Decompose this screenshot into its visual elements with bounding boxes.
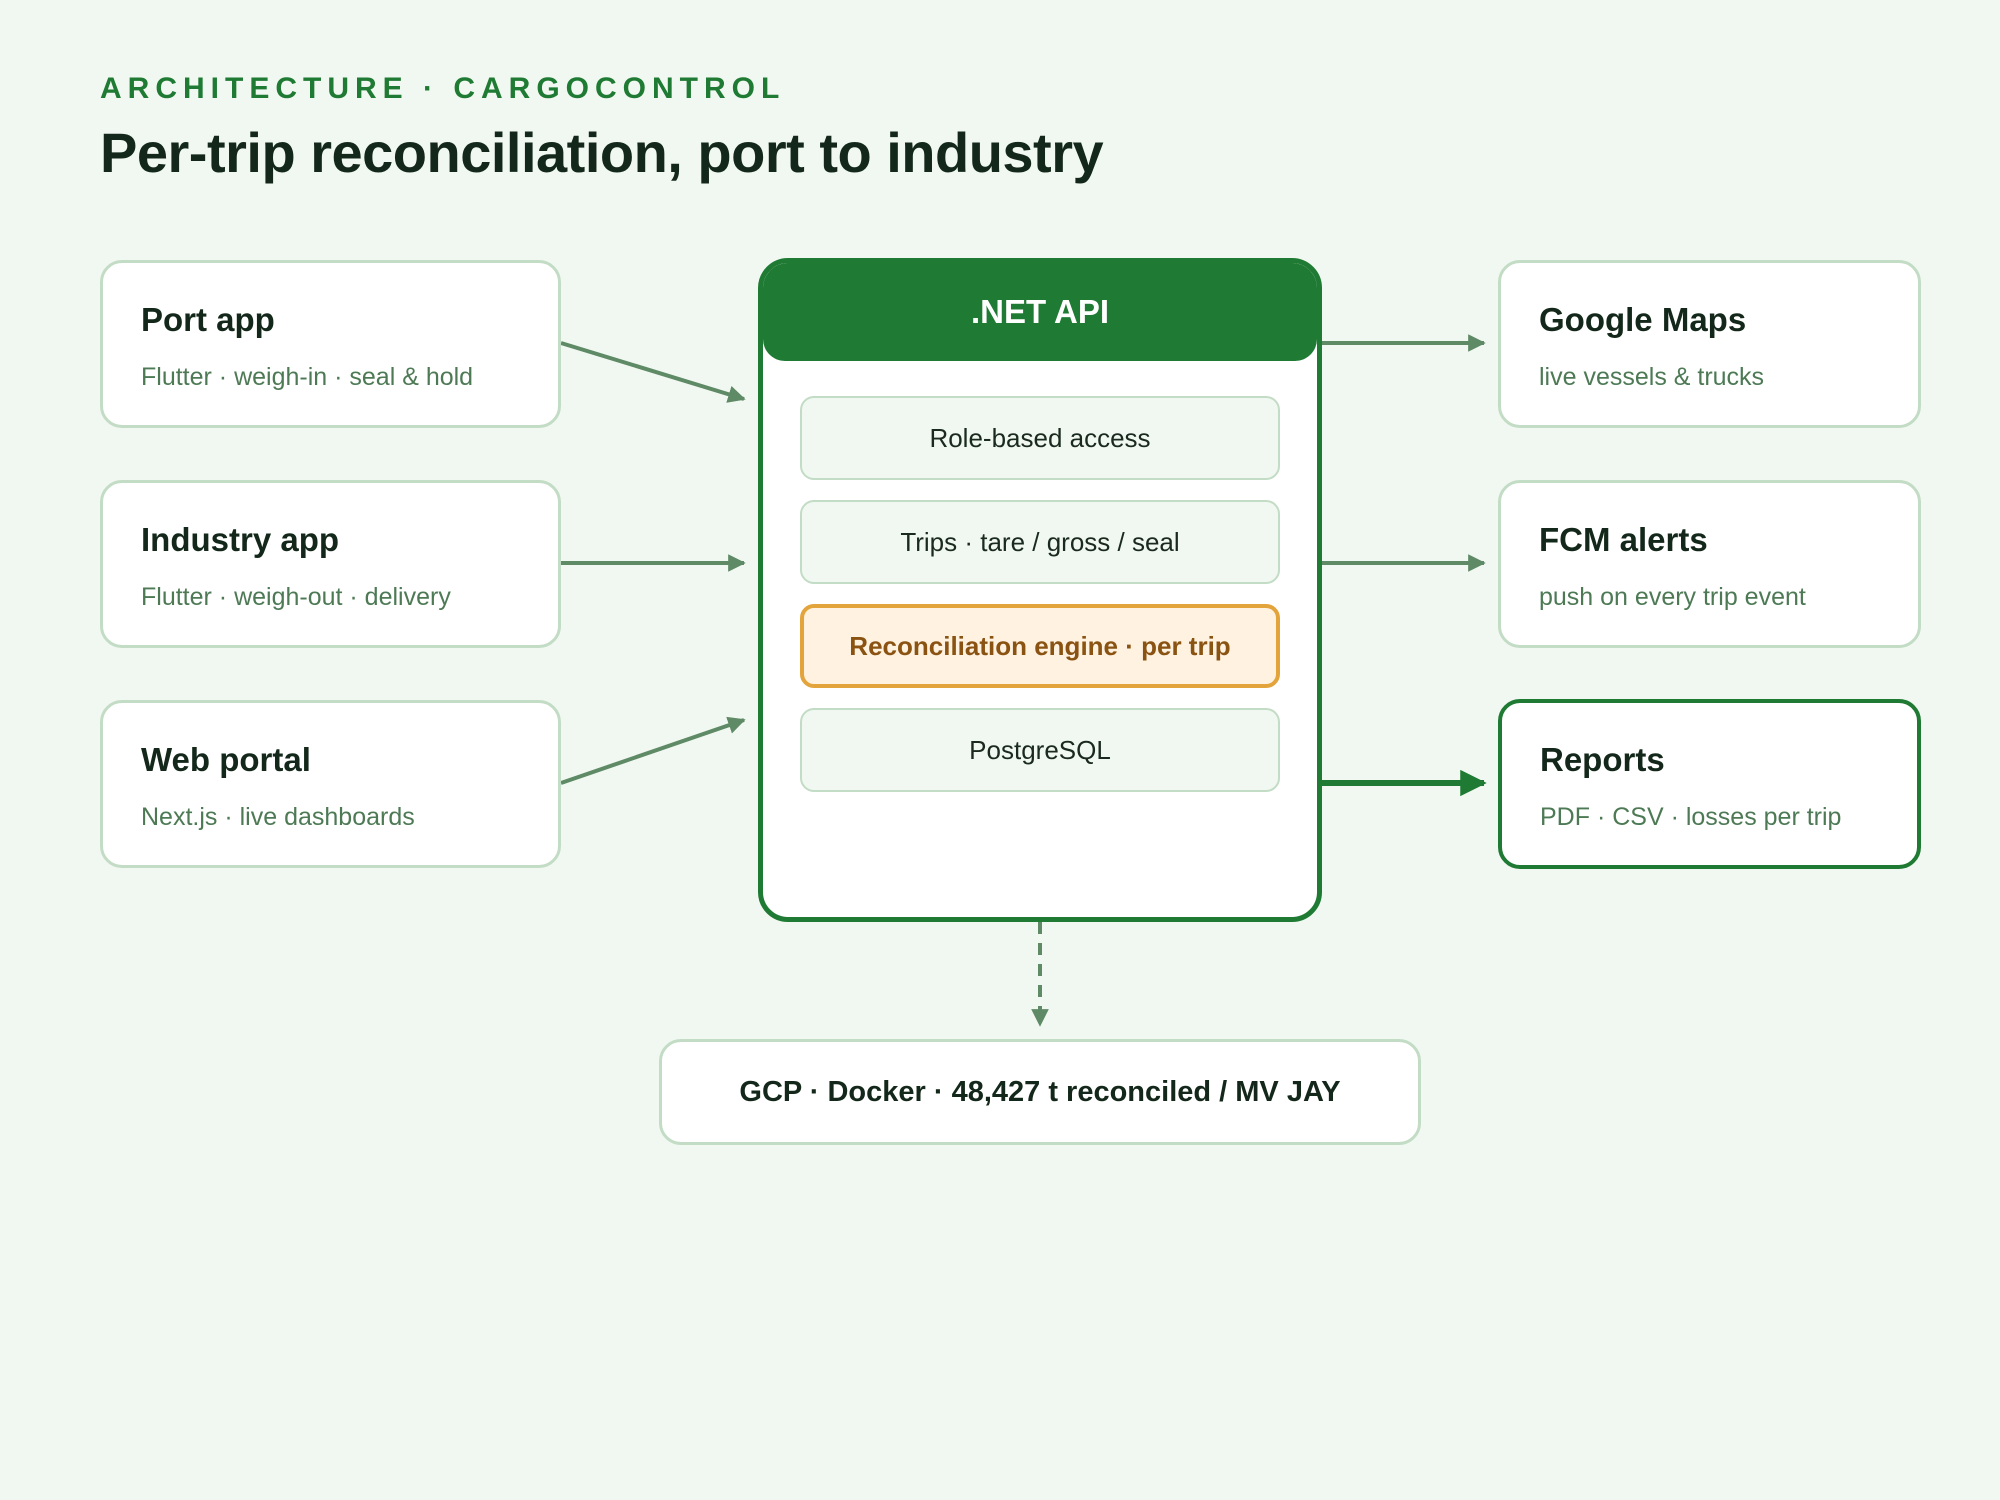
client-card-title: Web portal	[141, 741, 311, 778]
diagram-eyebrow: ARCHITECTURE · CARGOCONTROL	[100, 72, 786, 105]
api-header: .NET API	[763, 263, 1317, 361]
api-layer-trips: Trips · tare / gross / seal	[800, 500, 1280, 584]
client-card-subtitle: Flutter · weigh-in · seal & hold	[141, 363, 474, 391]
client-card-subtitle: Next.js · live dashboards	[141, 803, 415, 831]
output-card-subtitle: push on every trip event	[1539, 583, 1806, 611]
output-card-subtitle: live vessels & trucks	[1539, 363, 1765, 391]
api-container: .NET API Role-based access Trips · tare …	[758, 258, 1322, 922]
api-layer-postgresql: PostgreSQL	[800, 708, 1280, 792]
output-card-reports: Reports PDF · CSV · losses per trip	[1498, 699, 1921, 869]
deployment-card: GCP · Docker · 48,427 t reconciled / MV …	[659, 1039, 1421, 1145]
api-layer-role-based-access: Role-based access	[800, 396, 1280, 480]
output-card-fcm-alerts: FCM alerts push on every trip event	[1498, 480, 1921, 648]
output-card-google-maps: Google Maps live vessels & trucks	[1498, 260, 1921, 428]
arrow-web-portal-to-api	[560, 716, 746, 785]
client-card-industry-app: Industry app Flutter · weigh-out · deliv…	[100, 480, 561, 648]
diagram-title: Per-trip reconciliation, port to industr…	[100, 121, 1104, 184]
api-layer-reconciliation-engine: Reconciliation engine · per trip	[800, 604, 1280, 688]
client-card-title: Port app	[141, 301, 275, 338]
client-card-title: Industry app	[141, 521, 340, 558]
client-card-web-portal: Web portal Next.js · live dashboards	[100, 700, 561, 868]
client-card-subtitle: Flutter · weigh-out · delivery	[141, 583, 451, 611]
output-card-title: Reports	[1540, 741, 1665, 778]
output-card-title: Google Maps	[1539, 301, 1747, 338]
output-card-subtitle: PDF · CSV · losses per trip	[1540, 803, 1842, 831]
arrow-port-app-to-api	[560, 341, 746, 403]
client-card-port-app: Port app Flutter · weigh-in · seal & hol…	[100, 260, 561, 428]
output-card-title: FCM alerts	[1539, 521, 1708, 558]
